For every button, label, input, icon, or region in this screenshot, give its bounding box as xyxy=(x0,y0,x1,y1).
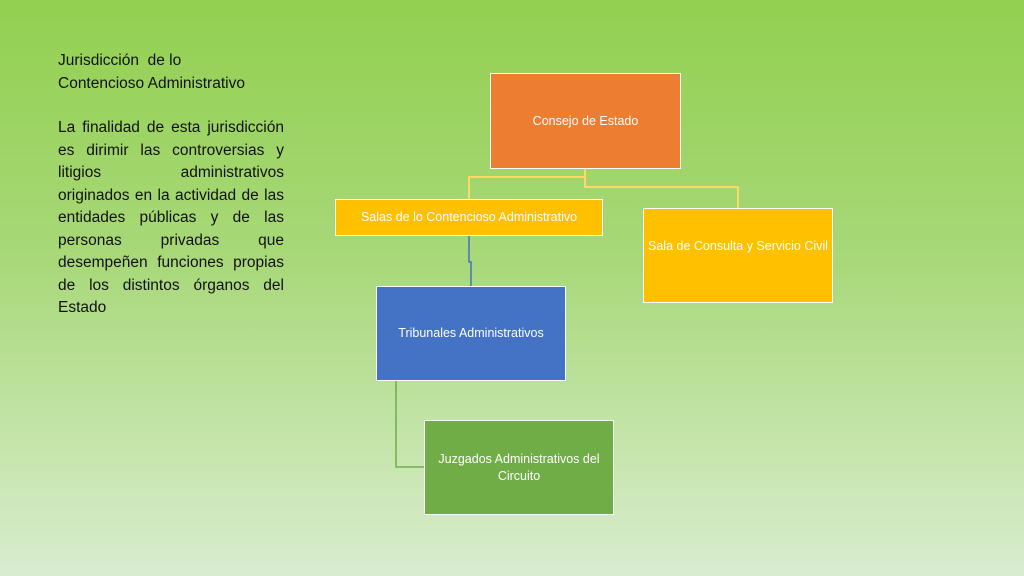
slide-title-line-2: Contencioso Administrativo xyxy=(58,74,245,92)
slide-body-text: La finalidad de esta jurisdicción es dir… xyxy=(58,119,284,316)
node-sala-consulta: Sala de Consulta y Servicio Civil xyxy=(643,208,833,303)
node-tribunales-administrativos: Tribunales Administrativos xyxy=(376,286,566,381)
node-juzgados-administrativos: Juzgados Administrativos del Circuito xyxy=(424,420,614,515)
slide-title-line-1: Jurisdicción de lo xyxy=(58,52,182,69)
node-salas-contencioso-label: Salas de lo Contencioso Administrativo xyxy=(360,210,578,224)
node-consejo-de-estado-label: Consejo de Estado xyxy=(532,114,639,128)
node-sala-consulta-label: Sala de Consulta y Servicio Civil xyxy=(648,239,828,253)
connector-root-salas xyxy=(468,169,586,199)
connector-salas-tribunales xyxy=(468,236,472,286)
slide-title: Jurisdicción de lo Contencioso Administr… xyxy=(58,50,290,95)
connector-tribunales-juzgados xyxy=(395,381,424,468)
node-salas-contencioso: Salas de lo Contencioso Administrativo xyxy=(335,199,603,236)
connector-root-consulta xyxy=(584,169,739,208)
node-juzgados-administrativos-label: Juzgados Administrativos del Circuito xyxy=(438,451,600,483)
node-tribunales-administrativos-label: Tribunales Administrativos xyxy=(398,326,544,340)
node-consejo-de-estado: Consejo de Estado xyxy=(490,73,681,169)
